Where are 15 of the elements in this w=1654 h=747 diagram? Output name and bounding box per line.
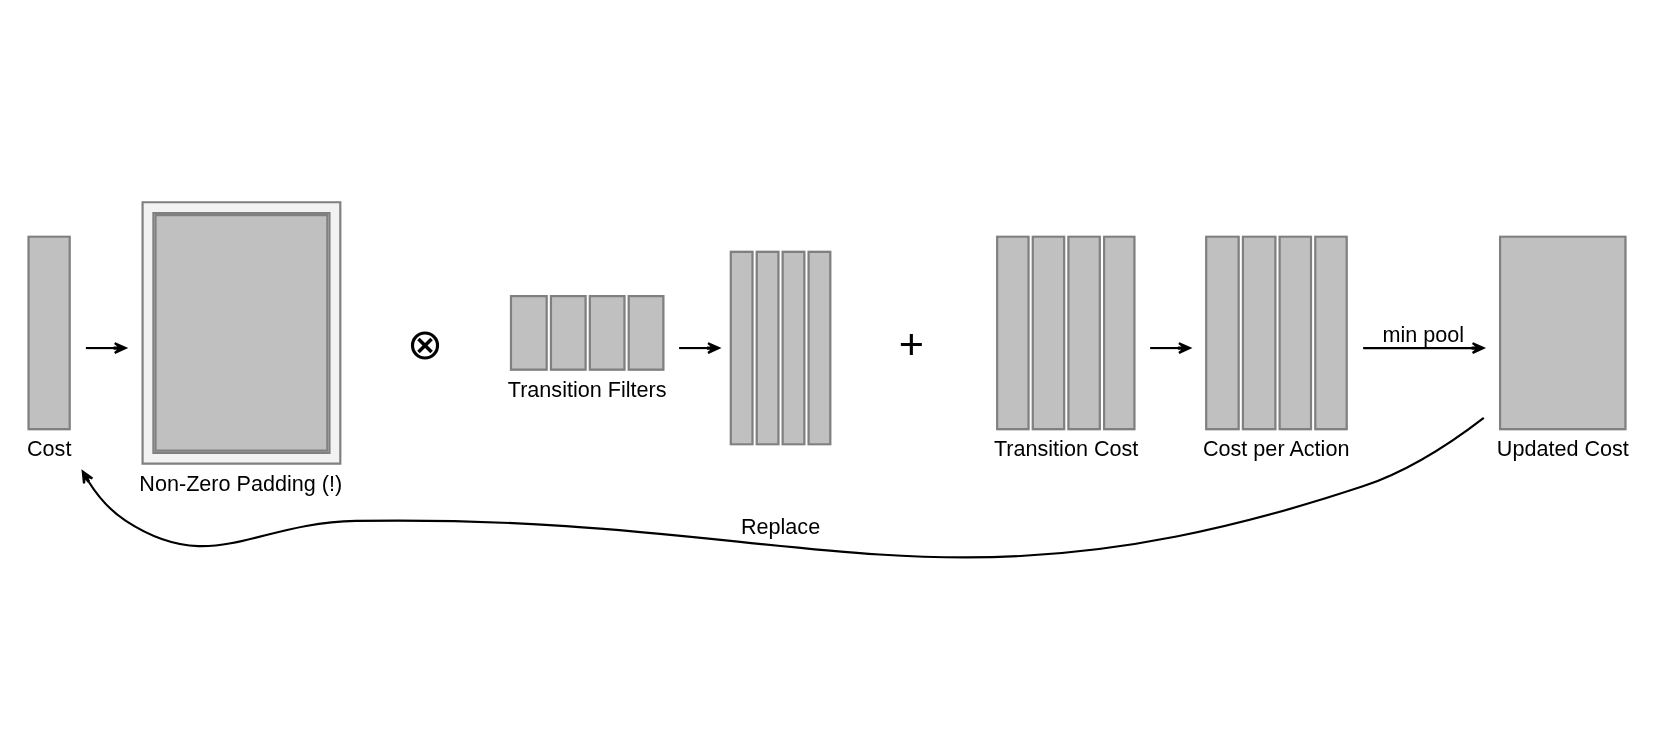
edge-label: min pool — [1382, 321, 1465, 347]
arrow — [679, 341, 720, 354]
node-label: Transition Cost — [993, 435, 1139, 461]
label: ⊗ — [407, 319, 444, 368]
node-label: Non-Zero Padding (!) — [139, 470, 343, 496]
arrow — [1150, 341, 1191, 354]
edge-label: Replace — [740, 513, 821, 539]
node-label: Updated Cost — [1496, 435, 1629, 461]
node-label: Transition Filters — [507, 376, 667, 402]
label: + — [898, 319, 924, 368]
node-label: Cost — [26, 435, 72, 461]
arrow — [81, 416, 1485, 558]
arrow — [85, 341, 127, 354]
node-label: Cost per Action — [1202, 435, 1350, 461]
arrow — [1363, 341, 1485, 354]
